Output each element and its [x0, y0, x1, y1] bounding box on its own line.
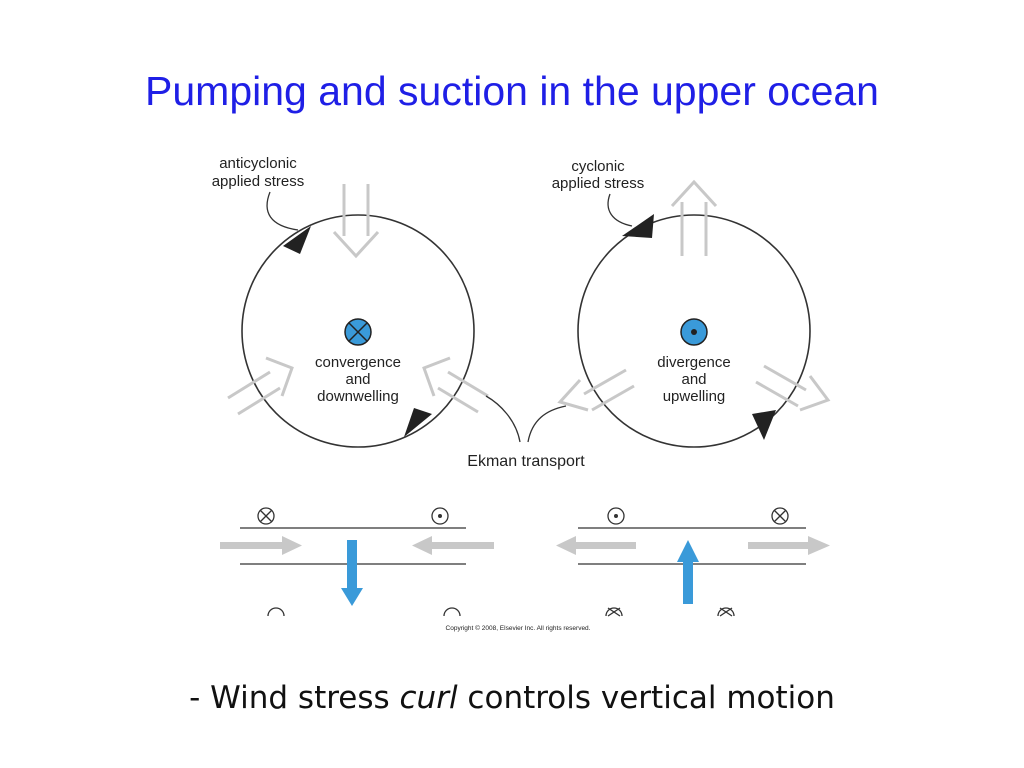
caption: - Wind stress curl controls vertical mot… [0, 680, 1024, 716]
left-stress-label-1: anticyclonic [219, 155, 297, 172]
left-stress-leader [266, 191, 299, 231]
right-stress-label-2: applied stress [552, 175, 645, 192]
left-section-arrow-right [220, 536, 302, 555]
right-section-top-dot-icon [607, 507, 625, 525]
left-center-label-2: and [345, 371, 370, 388]
right-upward-hollow-arrow [670, 179, 718, 256]
caption-emphasis: curl [399, 680, 458, 716]
right-circle-arrowhead-top [622, 214, 654, 238]
caption-suffix: controls vertical motion [457, 680, 835, 716]
left-ekman-arrow-east [422, 356, 489, 414]
left-circle-arrowhead-top [283, 226, 311, 254]
right-circle-arrowhead-bottom [752, 410, 776, 440]
upwelling-blue-arrow [677, 540, 699, 604]
left-center-label-3: downwelling [317, 388, 399, 405]
right-section-arrow-right [748, 536, 830, 555]
left-section-top-dot-icon [431, 507, 449, 525]
caption-prefix: - Wind stress [189, 680, 400, 716]
ekman-leader-right [527, 405, 567, 443]
left-center-label-1: convergence [315, 354, 401, 371]
right-center-label-2: and [681, 371, 706, 388]
right-section-arrow-left [556, 536, 636, 555]
right-stress-label-1: cyclonic [571, 158, 625, 175]
slide-title: Pumping and suction in the upper ocean [145, 68, 879, 114]
out-of-page-dot-icon [680, 318, 708, 346]
left-section-top-cross-icon [257, 507, 275, 525]
right-section-top-cross-icon [771, 507, 789, 525]
right-ekman-arrow-west [557, 368, 635, 412]
left-circulation-circle [241, 214, 475, 448]
right-section-bottom-symbols [605, 607, 735, 617]
right-circulation-circle [577, 214, 811, 448]
ekman-leader-left [485, 395, 521, 443]
left-stress-label-2: applied stress [212, 173, 305, 190]
left-section-bottom-symbols [267, 607, 461, 617]
into-page-cross-icon [344, 318, 372, 346]
right-stress-leader [607, 193, 633, 227]
right-ekman-arrow-east [755, 364, 831, 412]
right-center-label-3: upwelling [663, 388, 726, 405]
left-ekman-arrow-west [227, 356, 294, 416]
right-center-label-1: divergence [657, 354, 730, 371]
downwelling-blue-arrow [341, 540, 363, 606]
ekman-transport-label: Ekman transport [467, 453, 585, 470]
copyright-notice: Copyright © 2008, Elsevier Inc. All righ… [446, 624, 591, 632]
left-downward-hollow-arrow [332, 184, 380, 259]
left-section-arrow-left [412, 536, 494, 555]
left-circle-arrowhead-bottom [404, 408, 432, 437]
